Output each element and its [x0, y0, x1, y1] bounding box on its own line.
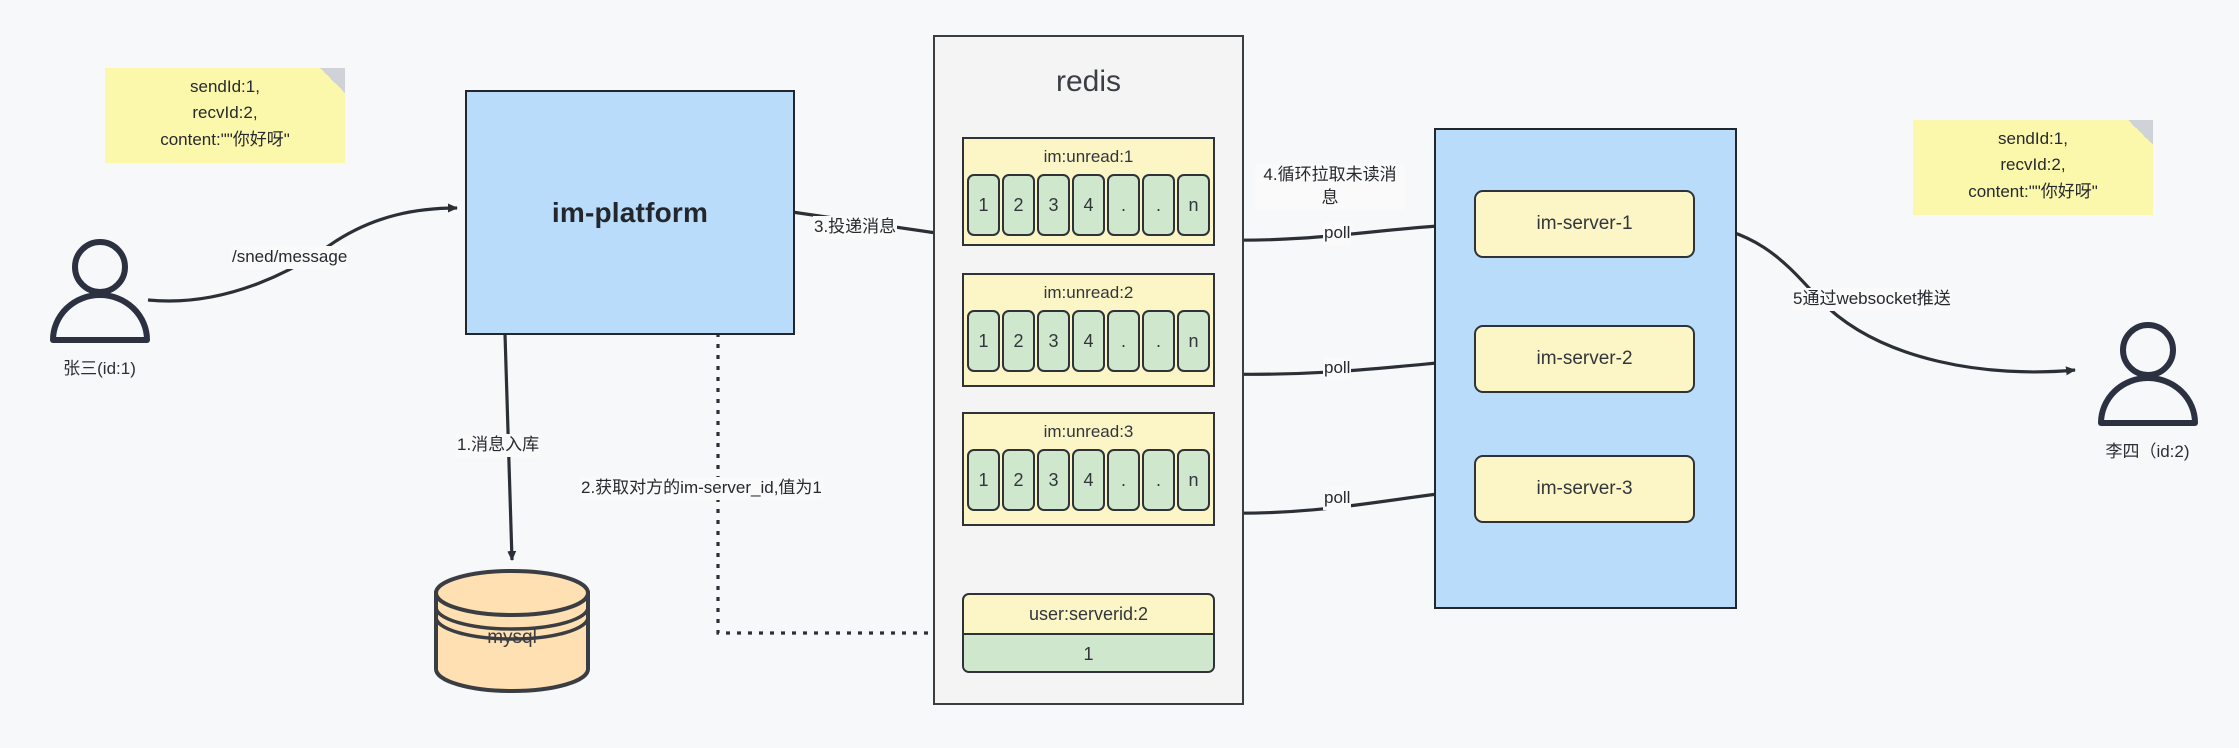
sticky-note-right: sendId:1, recvId:2, content:""你好呀" [1913, 120, 2153, 215]
sticky-note-left: sendId:1, recvId:2, content:""你好呀" [105, 68, 345, 163]
redis-list-cells: 1 2 3 4 . . n [964, 449, 1213, 511]
edge-label-poll-2: poll [1323, 357, 1352, 380]
sticky-note-right-text: sendId:1, recvId:2, content:""你好呀" [1968, 128, 2098, 201]
list-cell: 1 [967, 174, 1000, 236]
list-cell: 4 [1072, 449, 1105, 511]
redis-list-key: im:unread:1 [1043, 147, 1134, 166]
edge-label-step5: 5通过websocket推送 [1792, 288, 1952, 311]
redis-list-cells: 1 2 3 4 . . n [964, 174, 1213, 236]
edge-label-step3: 3.投递消息 [813, 216, 898, 239]
im-platform-label: im-platform [551, 196, 709, 228]
actor-receiver: 李四（id:2) [2080, 320, 2215, 462]
list-cell: . [1107, 449, 1140, 511]
list-cell: . [1107, 174, 1140, 236]
actor-sender: 张三(id:1) [32, 237, 167, 379]
mysql-database[interactable]: mysql [430, 565, 594, 695]
redis-list-im-unread-2[interactable]: im:unread:2 1 2 3 4 . . n [962, 273, 1215, 387]
redis-list-key: im:unread:2 [1043, 283, 1134, 302]
list-cell: 2 [1002, 174, 1035, 236]
note-fold-icon [320, 68, 345, 93]
list-cell: 2 [1002, 449, 1035, 511]
edge-label-poll-3: poll [1323, 487, 1352, 510]
redis-title: redis [1055, 65, 1122, 98]
list-cell: n [1177, 174, 1210, 236]
im-server-3-label: im-server-3 [1536, 478, 1633, 499]
list-cell: 3 [1037, 174, 1070, 236]
list-cell: . [1142, 310, 1175, 372]
im-server-1-label: im-server-1 [1536, 213, 1633, 234]
im-platform-box[interactable]: im-platform [465, 90, 795, 335]
redis-list-key: im:unread:3 [1043, 422, 1134, 441]
edge-label-step2: 2.获取对方的im-server_id,值为1 [580, 477, 823, 500]
list-cell: 1 [967, 310, 1000, 372]
edge-label-send-message: /sned/message [231, 246, 349, 269]
redis-kv-key: user:serverid:2 [1028, 604, 1149, 624]
edge-label-poll-1: poll [1323, 222, 1352, 245]
list-cell: 4 [1072, 310, 1105, 372]
mysql-label: mysql [487, 626, 537, 648]
edge-label-step4: 4.循环拉取未读消 息 [1255, 164, 1405, 210]
list-cell: . [1142, 174, 1175, 236]
database-cylinder-icon [434, 569, 590, 693]
im-server-2-label: im-server-2 [1536, 348, 1633, 369]
sticky-note-left-text: sendId:1, recvId:2, content:""你好呀" [160, 76, 290, 149]
im-server-2-box[interactable]: im-server-2 [1474, 325, 1695, 393]
redis-list-im-unread-1[interactable]: im:unread:1 1 2 3 4 . . n [962, 137, 1215, 246]
actor-sender-label: 张三(id:1) [63, 359, 136, 378]
list-cell: 4 [1072, 174, 1105, 236]
list-cell: . [1142, 449, 1175, 511]
edge-label-step1: 1.消息入库 [456, 434, 541, 457]
redis-kv-value: 1 [964, 633, 1213, 671]
list-cell: 2 [1002, 310, 1035, 372]
list-cell: 1 [967, 449, 1000, 511]
list-cell: 3 [1037, 449, 1070, 511]
actor-receiver-label: 李四（id:2) [2105, 442, 2190, 461]
redis-list-cells: 1 2 3 4 . . n [964, 310, 1213, 372]
list-cell: n [1177, 310, 1210, 372]
im-server-1-box[interactable]: im-server-1 [1474, 190, 1695, 258]
list-cell: . [1107, 310, 1140, 372]
list-cell: 3 [1037, 310, 1070, 372]
user-icon [2097, 322, 2198, 426]
note-fold-icon [2128, 120, 2153, 145]
list-cell: n [1177, 449, 1210, 511]
redis-kv-user-serverid[interactable]: user:serverid:2 1 [962, 593, 1215, 673]
user-icon [49, 239, 150, 343]
im-server-3-box[interactable]: im-server-3 [1474, 455, 1695, 523]
redis-list-im-unread-3[interactable]: im:unread:3 1 2 3 4 . . n [962, 412, 1215, 526]
